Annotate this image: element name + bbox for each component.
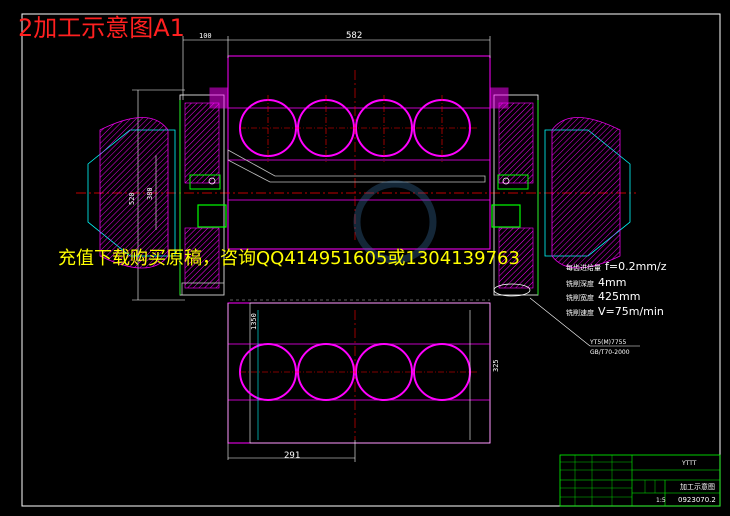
dim-left-height: 520 — [128, 192, 136, 205]
drawing-title: 2加工示意图A1 — [18, 14, 185, 42]
right-milling-head — [489, 87, 631, 297]
left-milling-head — [87, 87, 229, 296]
dim-top-width: 582 — [346, 31, 363, 41]
dim-bottom-width: 291 — [284, 451, 301, 461]
title-block — [559, 454, 721, 507]
title-block-part-no: YTTT — [682, 460, 697, 467]
title-block-code: 0923070.2 — [678, 496, 716, 504]
title-block-scale: 1:5 — [656, 497, 666, 504]
dim-right-vertical: 325 — [492, 359, 500, 372]
sheet-frame — [21, 13, 721, 507]
watermark — [353, 180, 437, 264]
dim-middle-vertical: 1350 — [250, 313, 258, 330]
advert-text: 充值下载购买原稿，咨询QQ414951605或1304139763 — [58, 248, 520, 269]
lower-view — [227, 299, 491, 462]
dim-top-left: 100 — [199, 32, 212, 40]
title-block-name: 加工示意图 — [680, 483, 715, 491]
callout-line1: YT5(M)7755 — [590, 339, 627, 346]
dim-left-inner: 380 — [146, 187, 154, 200]
callout-line2: GB/T70-2000 — [590, 349, 630, 356]
lower-workpiece-body — [227, 302, 491, 444]
